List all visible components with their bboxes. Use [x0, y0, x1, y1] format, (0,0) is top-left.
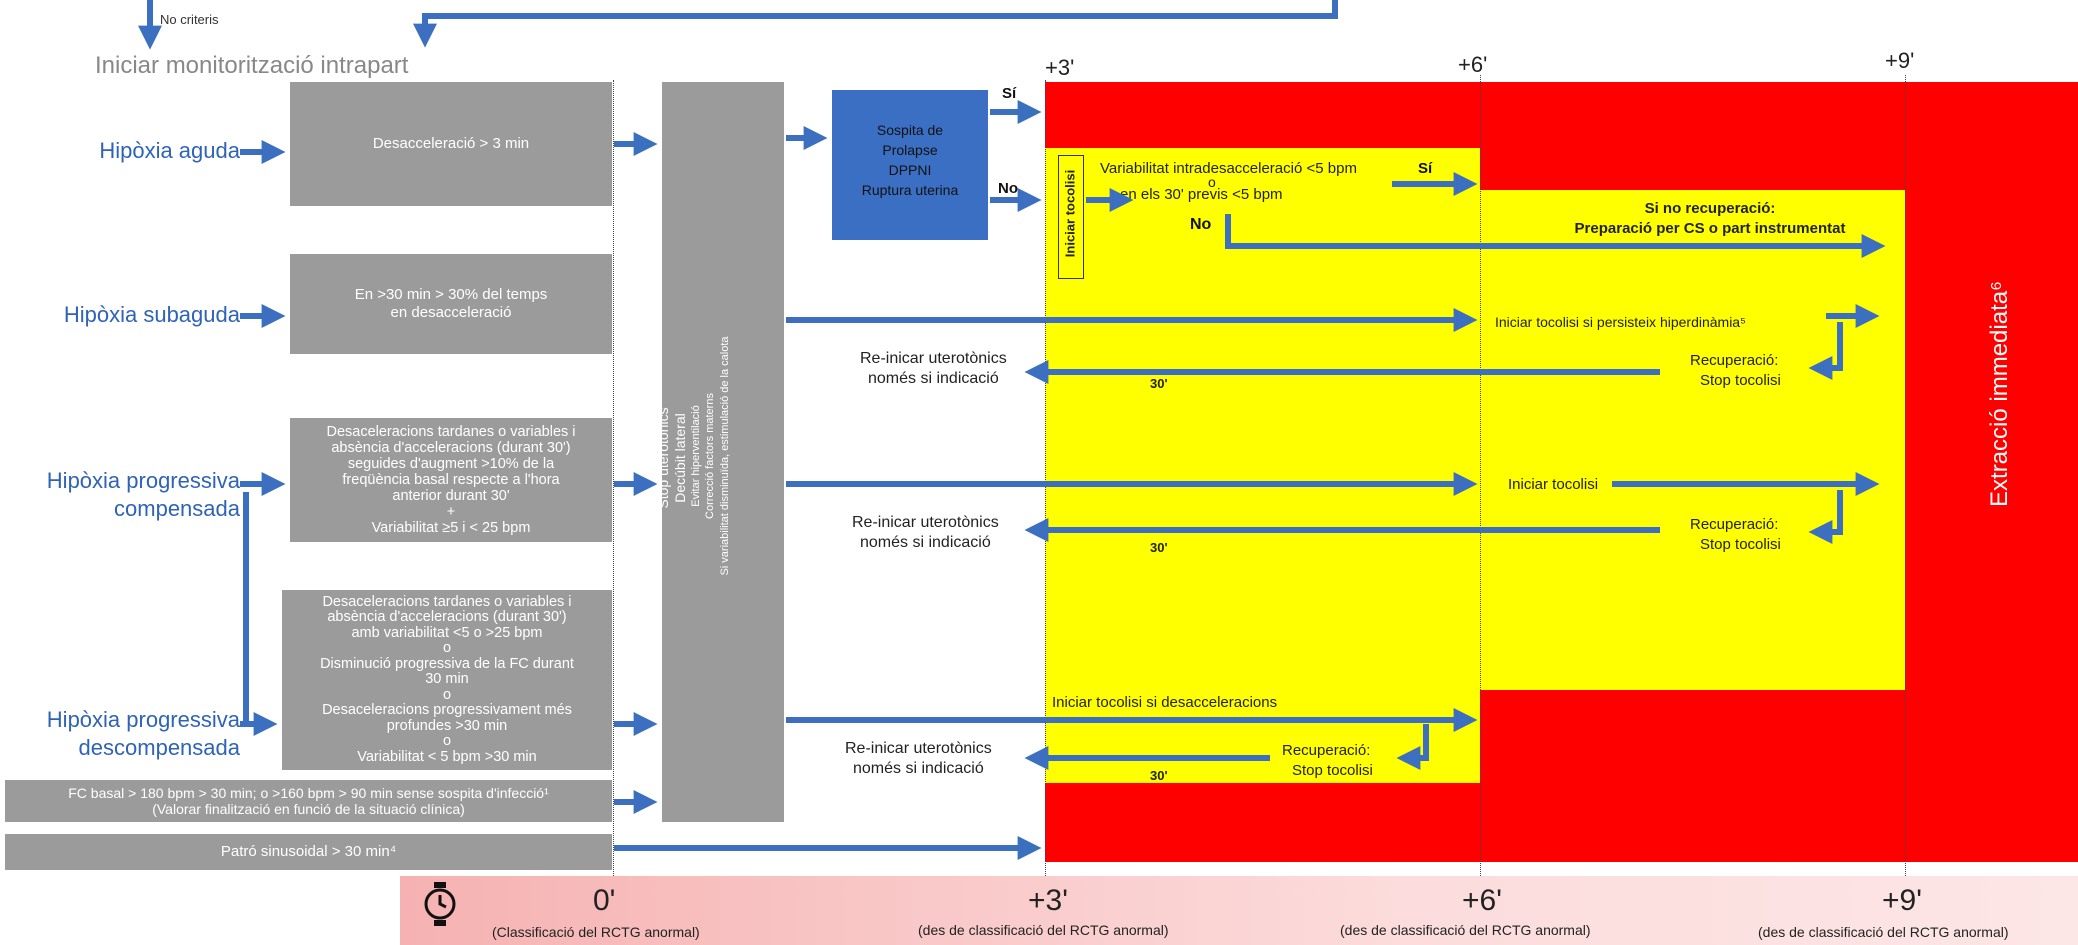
criteria-fc-box: FC basal > 180 bpm > 30 min; o >160 bpm … — [5, 780, 612, 822]
criteria-subaguda-text-2: en desacceleració — [390, 304, 512, 321]
iniciar-tocolisi-desacc: Iniciar tocolisi si desacceleracions — [1052, 694, 1278, 711]
hipoxia-aguda-label: Hipòxia aguda — [99, 138, 240, 163]
criteria-comp-3: seguides d'augment >10% de la — [347, 456, 555, 472]
criteria-comp-7: Variabilitat ≥5 i < 25 bpm — [371, 520, 531, 536]
variabilitat-3: en els 30' previs <5 bpm — [1120, 186, 1283, 203]
criteria-desc-1: Desaceleracions tardanes o variables i — [322, 593, 572, 610]
arrow-comp-loop — [1808, 490, 1843, 544]
arrow-subaguda-loop — [1808, 322, 1843, 380]
time-bar — [400, 876, 2078, 945]
sospita-line-1: Sospita de — [876, 122, 944, 138]
criteria-comp-5: anterior durant 30' — [392, 488, 510, 504]
criteria-desc-2: absència d'acceleracions (durant 30') — [327, 609, 567, 626]
time-sub-6: (des de classificació del RCTG anormal) — [1340, 922, 1591, 938]
time-tick-3: +3' — [1028, 884, 1068, 917]
time-tick-6: +6' — [1462, 884, 1502, 917]
no-label: No — [998, 180, 1018, 197]
criteria-subaguda-text-1: En >30 min > 30% del temps — [354, 286, 548, 303]
criteria-desc-8: Desaceleracions progressivament més — [322, 702, 572, 719]
reinicar-1-a: Re-inicar uterotònics — [860, 350, 1007, 367]
criteria-aguda-text: Desacceleració > 3 min — [372, 135, 530, 152]
arrow-desc-loop — [1396, 724, 1429, 770]
criteria-sinusoidal-text: Patró sinusoidal > 30 min⁴ — [220, 843, 397, 860]
dotted-line-3 — [1045, 80, 1046, 880]
hipoxia-descompensada-label-1: Hipòxia progressiva — [46, 707, 240, 732]
dotted-line-9 — [1905, 75, 1906, 880]
top-time-3: +3' — [1045, 55, 1075, 80]
iniciar-tocolisi-vertical-box — [1058, 155, 1084, 279]
reinicar-2-a: Re-inicar uterotònics — [852, 514, 999, 531]
recuperacio-3: Recuperació: — [1282, 742, 1371, 759]
trenta-3: 30' — [1150, 768, 1168, 783]
time-sub-3: (des de classificació del RCTG anormal) — [918, 922, 1169, 938]
criteria-fc-2: (Valorar finalització en funció de la si… — [152, 801, 465, 817]
stopwatch-icon — [423, 882, 457, 926]
top-time-6: +6' — [1458, 52, 1488, 77]
criteria-subaguda-box: En >30 min > 30% del temps en desacceler… — [290, 254, 612, 354]
stop-tocolisi-2: Stop tocolisi — [1700, 536, 1781, 553]
si-no-recuperacio-1: Si no recuperació: — [1644, 200, 1776, 217]
hipoxia-descompensada-label-2: descompensada — [78, 735, 240, 760]
hipoxia-compensada-label-1: Hipòxia progressiva — [46, 468, 240, 493]
criteria-comp-2: absència d'acceleracions (durant 30') — [331, 440, 571, 456]
criteria-desc-4: o — [442, 640, 452, 657]
recuperacio-1: Recuperació: — [1690, 352, 1779, 369]
recuperacio-2: Recuperació: — [1690, 516, 1779, 533]
criteria-compensada-box: Desaceleracions tardanes o variables i a… — [290, 418, 612, 542]
reinicar-3-a: Re-inicar uterotònics — [845, 740, 992, 757]
criteria-fc-1: FC basal > 180 bpm > 30 min; o >160 bpm … — [68, 785, 549, 801]
no-criteris-label: No criteris — [160, 12, 219, 27]
criteria-desc-5: Disminució progressiva de la FC durant — [320, 655, 574, 672]
dotted-line-0 — [613, 80, 614, 880]
criteria-desc-10: o — [442, 733, 452, 750]
sospita-line-4: Ruptura uterina — [861, 182, 959, 198]
iniciar-monitoritzacio-label: Iniciar monitorització intrapart — [95, 52, 409, 79]
criteria-comp-6: + — [446, 504, 456, 520]
sospita-line-3: DPPNI — [888, 162, 932, 178]
variabilitat-2: o — [1208, 174, 1216, 190]
time-sub-0: (Classificació del RCTG anormal) — [492, 924, 700, 940]
reinicar-1-b: només si indicació — [868, 370, 999, 387]
si-no-recuperacio-2: Preparació per CS o part instrumentat — [1574, 220, 1846, 237]
criteria-desc-3: amb variabilitat <5 o >25 bpm — [351, 624, 543, 641]
sospita-line-2: Prolapse — [882, 142, 938, 158]
criteria-desc-11: Variabilitat < 5 bpm >30 min — [357, 748, 537, 765]
dotted-line-6 — [1480, 75, 1481, 880]
time-sub-9: (des de classificació del RCTG anormal) — [1758, 924, 2009, 940]
criteria-comp-4: freqüència basal respecte a l'hora — [342, 472, 560, 488]
criteria-descompensada-box: Desaceleracions tardanes o variables i a… — [282, 590, 612, 770]
variabilitat-1: Variabilitat intradesacceleració <5 bpm — [1100, 160, 1357, 177]
iniciar-tocolisi-comp: Iniciar tocolisi — [1508, 476, 1599, 493]
criteria-sinusoidal-box: Patró sinusoidal > 30 min⁴ — [5, 834, 612, 870]
reinicar-2-b: només si indicació — [860, 534, 991, 551]
hipoxia-compensada-label-2: compensada — [114, 496, 240, 521]
trenta-2: 30' — [1150, 540, 1168, 555]
yellow-zone-2 — [1480, 190, 1905, 690]
yellow-zone-1 — [1045, 148, 1480, 783]
arrow-no-prep — [1225, 214, 1886, 258]
sospita-box — [832, 90, 988, 240]
stop-column — [662, 82, 784, 822]
hipoxia-subaguda-label: Hipòxia subaguda — [63, 302, 240, 327]
iniciar-tocolisi-persisteix: Iniciar tocolisi si persisteix hiperdinà… — [1495, 314, 1746, 330]
criteria-comp-1: Desaceleracions tardanes o variables i — [326, 424, 576, 440]
si-label-2: Sí — [1418, 160, 1433, 177]
trenta-1: 30' — [1150, 376, 1168, 391]
criteria-desc-9: profundes >30 min — [386, 717, 508, 734]
arrow-top-return — [413, 0, 1338, 48]
criteria-desc-6: 30 min — [425, 671, 469, 688]
time-tick-9: +9' — [1882, 884, 1922, 917]
reinicar-3-b: només si indicació — [853, 760, 984, 777]
top-time-9: +9' — [1885, 48, 1915, 73]
stop-tocolisi-3: Stop tocolisi — [1292, 762, 1373, 779]
stop-tocolisi-1: Stop tocolisi — [1700, 372, 1781, 389]
no-label-2: No — [1190, 216, 1212, 233]
si-label: Sí — [1002, 85, 1017, 102]
time-tick-0: 0' — [593, 884, 616, 917]
criteria-aguda-box: Desacceleració > 3 min — [290, 82, 612, 206]
criteria-desc-7: o — [442, 686, 452, 703]
